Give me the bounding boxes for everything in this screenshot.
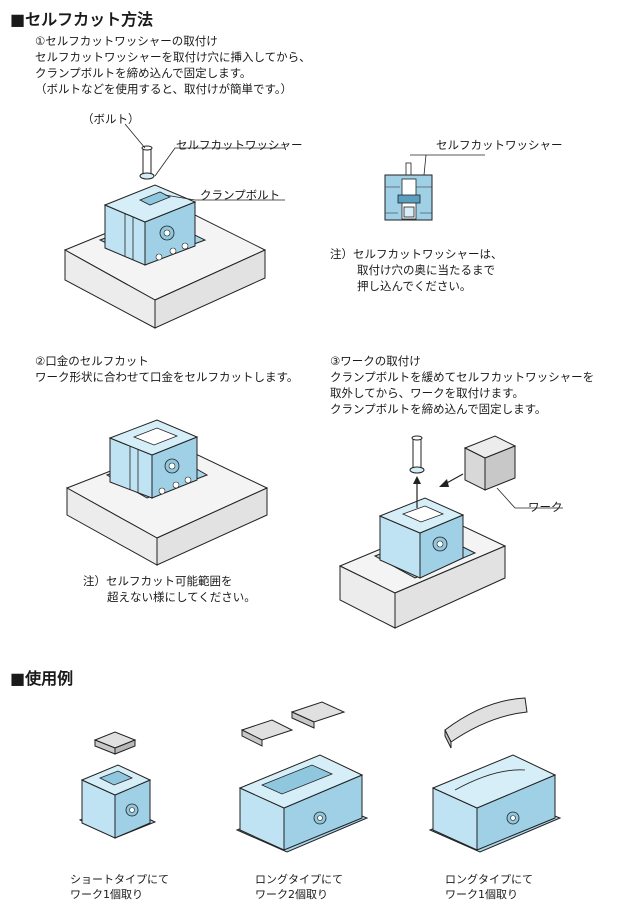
- detail-note-line1: 注）セルフカットワッシャーは、: [330, 247, 503, 261]
- detail-label-washer: セルフカットワッシャー: [436, 138, 563, 152]
- example-short-type-illustration: [78, 731, 157, 839]
- step1-line1: セルフカットワッシャーを取付け穴に挿入してから、: [35, 50, 311, 64]
- label-clamp-bolt: クランプボルト: [200, 188, 281, 202]
- section-title-self-cut: ■セルフカット方法: [10, 10, 154, 29]
- example1-caption-line1: ショートタイプにて: [70, 873, 169, 886]
- step3-line2: 取外してから、ワークを取付けます。: [330, 386, 525, 400]
- detail-note-line2: 取付け穴の奥に当たるまで: [357, 263, 495, 277]
- label-self-cut-washer: セルフカットワッシャー: [176, 138, 303, 152]
- step2-note-line2: 超えない様にしてください。: [107, 590, 256, 604]
- detail-note-line3: 押し込んでください。: [357, 279, 472, 293]
- example2-caption-line2: ワーク2個取り: [255, 888, 328, 901]
- example2-caption-line1: ロングタイプにて: [255, 873, 343, 886]
- step3-line3: クランプボルトを締め込んで固定します。: [330, 402, 547, 416]
- vise-with-bolt-illustration: [63, 123, 285, 329]
- step2-note-line1: 注）セルフカット可能範囲を: [83, 574, 233, 588]
- washer-cross-section-illustration: [384, 154, 485, 221]
- example3-caption-line2: ワーク1個取り: [445, 888, 518, 901]
- label-work: ワーク: [528, 500, 563, 514]
- step1-heading: ①セルフカットワッシャーの取付け: [35, 34, 218, 48]
- example-long-type-one-piece-illustration: [428, 697, 562, 853]
- step3-line1: クランプボルトを緩めてセルフカットワッシャーを: [330, 370, 595, 384]
- example-long-type-two-pieces-illustration: [235, 701, 369, 853]
- step3-heading: ③ワークの取付け: [330, 354, 421, 368]
- label-bolt: （ボルト）: [82, 112, 140, 126]
- step2-line1: ワーク形状に合わせて口金をセルフカットします。: [35, 370, 299, 384]
- step1-line2: クランプボルトを締め込んで固定します。: [35, 66, 252, 80]
- example3-caption-line1: ロングタイプにて: [445, 873, 533, 886]
- example1-caption-line2: ワーク1個取り: [70, 888, 143, 901]
- work-mounting-illustration: [338, 435, 563, 629]
- vise-self-cut-illustration: [65, 419, 269, 566]
- step2-heading: ②口金のセルフカット: [35, 354, 149, 368]
- step1-line3: （ボルトなどを使用すると、取付けが簡単です。）: [35, 82, 293, 96]
- section-title-usage-example: ■使用例: [10, 669, 74, 688]
